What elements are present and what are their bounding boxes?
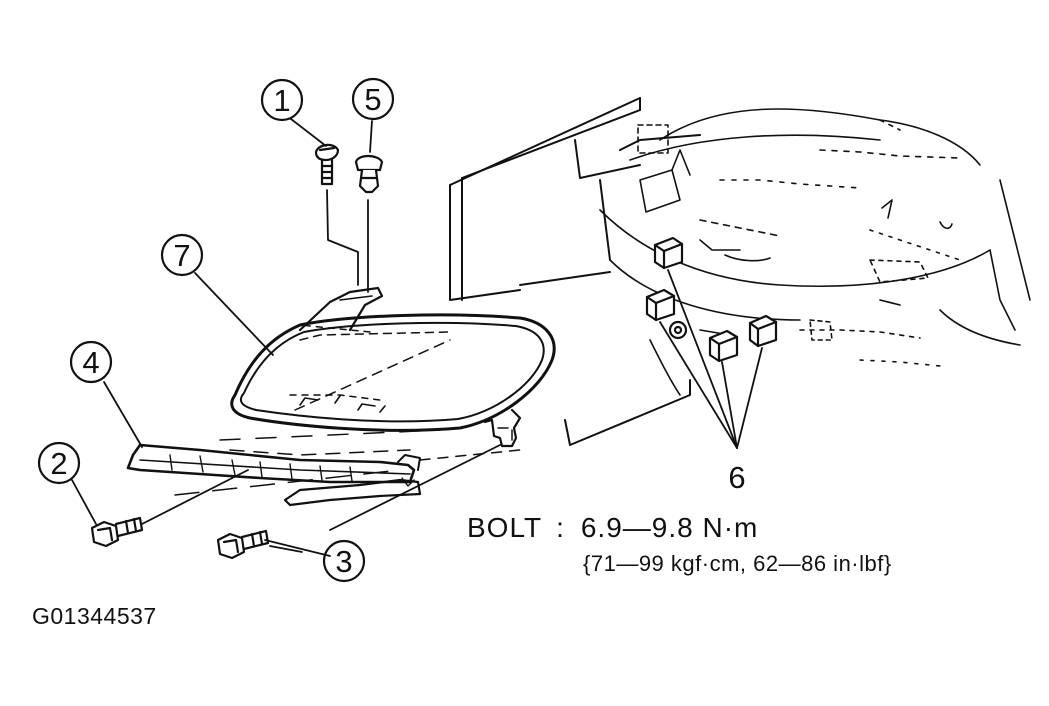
callout-number-7: 7 (173, 238, 190, 273)
ghost-lines (174, 324, 521, 496)
clip-group (645, 236, 778, 363)
bolt-3-leader (264, 444, 501, 557)
callout-number-5: 5 (364, 82, 381, 117)
callout-number-2: 2 (50, 446, 67, 481)
torque-spec: BOLT:6.9—9.8 N·m (467, 512, 758, 544)
clip-d (748, 314, 778, 348)
callout-number-1: 1 (273, 83, 290, 118)
screw-item-1 (314, 143, 359, 286)
callout-circles (37, 77, 395, 583)
body-panel-outline (449, 97, 701, 446)
clip-c (708, 329, 739, 363)
bolt-item-3 (216, 529, 270, 560)
push-clip-item-5 (354, 154, 384, 293)
callout-number-6: 6 (728, 460, 745, 495)
callout-circle-3 (322, 539, 366, 583)
clip-a (653, 236, 684, 270)
torque-spec-label: BOLT (467, 512, 543, 543)
torque-spec-value: 6.9—9.8 N·m (580, 512, 759, 543)
torque-spec-conversion: {71—99 kgf·cm, 62—86 in·lbf} (583, 551, 892, 576)
callout-6-leaders (659, 269, 763, 449)
callout-leaders (71, 118, 373, 553)
callout-circle-5 (351, 77, 395, 121)
callout-circle-4 (69, 340, 113, 384)
lower-garnish (126, 443, 422, 507)
callout-number-4: 4 (82, 345, 99, 380)
torque-spec-separator: : (556, 512, 565, 543)
figure-id: G01344537 (32, 603, 157, 629)
headlight-lens (230, 286, 556, 448)
callout-circle-1 (260, 78, 304, 122)
bolt-item-2 (90, 469, 249, 548)
callout-number-3: 3 (335, 544, 352, 579)
clip-b (645, 288, 676, 322)
callout-circle-7 (160, 233, 204, 277)
callout-circle-2 (37, 441, 81, 485)
